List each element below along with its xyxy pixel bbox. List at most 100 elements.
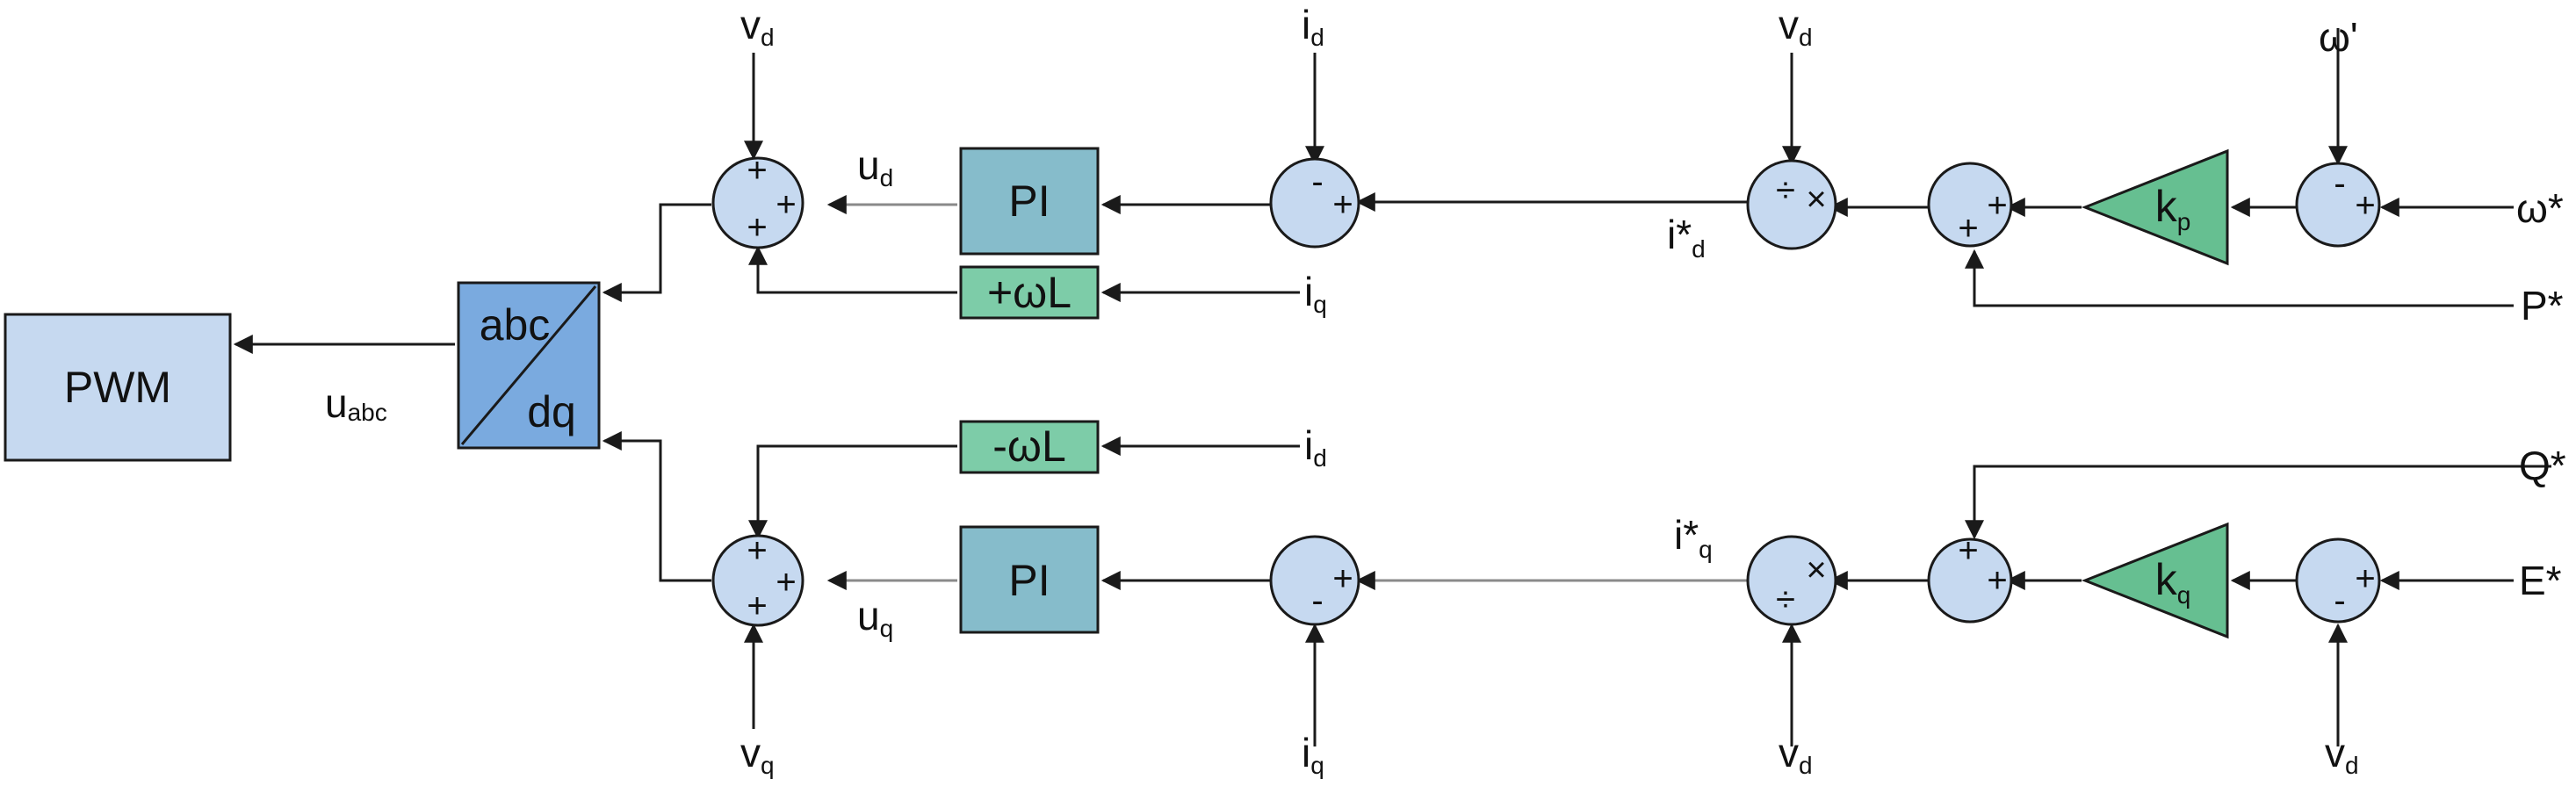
omega-l-plus-block: +ωL (959, 265, 1100, 320)
label-v-d-top-right: vd (1779, 2, 1813, 51)
label-v-d-top-left: vd (740, 2, 775, 51)
sum-junction-id-error: - + (1269, 157, 1360, 249)
pi-controller-d: PI (959, 147, 1100, 256)
sum-junction-q: + + (1927, 531, 2013, 624)
wire-qstar (1965, 465, 2551, 540)
sign-plus: + (747, 531, 767, 570)
label-i-star-d-main: i* (1667, 212, 1692, 257)
label-v-d-tr-main: v (1779, 2, 1799, 47)
sum-junction-omega: - + (2295, 162, 2381, 248)
label-v-d-tr-sub: d (1799, 24, 1813, 51)
wl-plus-label: +ωL (987, 268, 1072, 317)
label-omega-star: ω* (2516, 185, 2564, 231)
sign-plus: + (776, 563, 796, 602)
wire-wl-to-sum-q (748, 444, 957, 540)
sign-minus: - (2334, 164, 2345, 203)
pwm-label: PWM (64, 363, 171, 412)
gain-kq-block: kq (2081, 522, 2229, 639)
label-i-star-d: i*d (1667, 212, 1706, 263)
sign-divide: ÷ (1776, 171, 1795, 210)
sign-divide: ÷ (1776, 580, 1795, 619)
sign-plus: + (1958, 209, 1978, 248)
sign-plus: + (747, 208, 767, 247)
sign-times: × (1806, 551, 1826, 589)
label-v-d-sub: d (761, 24, 775, 51)
divide-junction-q: × ÷ (1746, 535, 1837, 626)
label-i-d-top: id (1302, 2, 1324, 51)
label-u-abc-sub: abc (348, 399, 387, 426)
label-v-d-bm-main: v (1779, 730, 1799, 775)
transform-abc-label: abc (480, 300, 551, 350)
label-i-star-q: i*q (1674, 512, 1713, 563)
abc-dq-transform-block: abc dq (457, 281, 601, 450)
label-i-d-sub: d (1310, 24, 1324, 51)
pi-controller-q: PI (959, 525, 1100, 634)
label-i-d-mid: id (1304, 422, 1327, 472)
omega-l-minus-block: -ωL (959, 420, 1100, 474)
label-i-q-mid: iq (1304, 269, 1327, 318)
sign-plus: + (747, 151, 767, 190)
sign-plus: + (1332, 185, 1353, 224)
pi-q-label: PI (1008, 556, 1050, 605)
sign-times: × (1806, 180, 1826, 219)
gain-kp-sub: p (2177, 208, 2191, 235)
label-v-d-bm-sub: d (1799, 752, 1813, 779)
label-i-star-q-main: i* (1674, 512, 1699, 558)
label-omega-prime: ω' (2319, 14, 2358, 60)
sum-junction-uq: + + + (711, 531, 805, 627)
divide-junction-d: ÷ × (1746, 159, 1837, 250)
label-p-star: P* (2521, 283, 2564, 328)
wire-ud-to-transform (602, 203, 711, 302)
sign-minus: - (1311, 581, 1323, 620)
wire-pstar-path (1965, 249, 2514, 307)
label-v-q-sub: q (761, 752, 775, 779)
gain-kp-main: k (2155, 182, 2178, 231)
sum-junction-iq-error: + - (1269, 535, 1360, 626)
gain-kp-block: kp (2081, 148, 2229, 266)
sign-plus: + (1987, 561, 2007, 600)
label-i-q-bottom: iq (1302, 730, 1324, 779)
label-u-d: ud (857, 142, 893, 191)
label-i-star-d-sub: d (1692, 235, 1706, 263)
wire-wl-to-sum-d (748, 245, 957, 294)
label-u-d-sub: d (880, 164, 894, 191)
sign-plus: + (776, 185, 796, 224)
label-i-star-q-sub: q (1699, 536, 1713, 563)
label-e-star: E* (2519, 558, 2562, 603)
label-i-d-main: i (1302, 2, 1310, 47)
gain-kq-main: k (2155, 555, 2178, 604)
label-u-q-sub: q (880, 615, 894, 642)
transform-dq-label: dq (527, 387, 576, 436)
label-u-d-main: u (857, 142, 880, 188)
wire-uq-to-transform (602, 431, 711, 582)
label-q-star: Q* (2519, 443, 2566, 488)
sign-plus: + (2355, 559, 2375, 598)
gain-kq-sub: q (2177, 581, 2191, 609)
label-v-d-main: v (740, 2, 761, 47)
label-i-d-mid-sub: d (1313, 444, 1327, 472)
label-v-d-br-main: v (2325, 730, 2345, 775)
label-i-q-mid-main: i (1304, 269, 1313, 314)
sign-plus: + (1958, 531, 1978, 570)
pi-d-label: PI (1008, 177, 1050, 226)
label-i-q-main: i (1302, 730, 1310, 775)
sum-junction-p: + + (1927, 162, 2013, 248)
label-v-d-bottom-right: vd (2325, 730, 2359, 779)
sum-junction-ud: + + + (711, 151, 805, 249)
label-i-q-sub: q (1310, 752, 1324, 779)
pwm-block: PWM (4, 313, 232, 462)
label-v-d-bottom-mid: vd (1779, 730, 1813, 779)
sign-plus: + (747, 587, 767, 625)
sign-plus: + (2355, 186, 2375, 225)
label-u-q-main: u (857, 593, 880, 638)
sum-junction-e: + - (2295, 537, 2381, 624)
label-i-d-mid-main: i (1304, 422, 1313, 468)
gain-kq-label: kq (2155, 555, 2191, 609)
label-v-q-main: v (740, 730, 761, 775)
label-v-d-br-sub: d (2345, 752, 2359, 779)
sign-plus: + (1987, 186, 2007, 225)
label-u-abc: uabc (325, 380, 387, 426)
label-u-q: uq (857, 593, 893, 642)
gain-kp-label: kp (2155, 182, 2191, 235)
